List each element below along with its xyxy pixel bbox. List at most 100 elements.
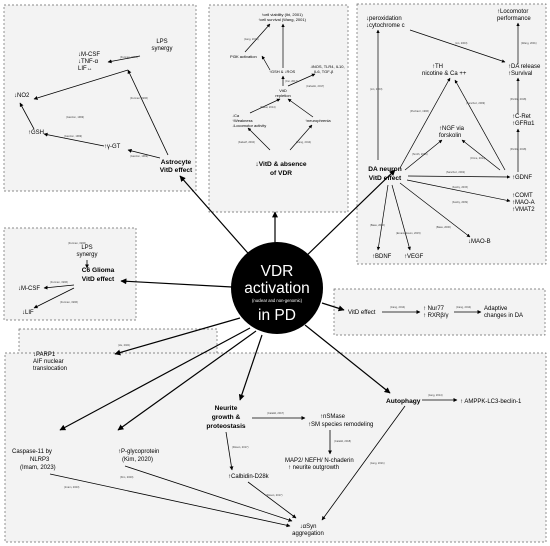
center-line-1: VDR bbox=[261, 263, 294, 280]
parp-cite: (Hu, 2021) bbox=[118, 343, 130, 347]
da-bdnf: ↑BDNF bbox=[372, 254, 392, 260]
vitd-pi3k: PI3K activation bbox=[230, 54, 257, 59]
c6-lps-1: LPS bbox=[81, 245, 92, 251]
da-cite: (Orme, 2013) bbox=[470, 156, 486, 160]
vitd-ca-1: ↓Ca bbox=[232, 113, 240, 118]
nur-adaptive-2: changes in DA bbox=[484, 313, 523, 319]
da-perox-1: ↓peroxidation bbox=[366, 16, 402, 22]
vitd-inos-2: IL6, TGF-β bbox=[314, 69, 334, 74]
da-cite: (Sanchez, 2002) bbox=[446, 170, 465, 174]
da-ngf-2: forskolin bbox=[439, 133, 461, 139]
da-comt-1: ↑COMT bbox=[512, 193, 533, 199]
da-cite: (Pertile, 2018) bbox=[510, 147, 526, 151]
vitd-cite: (Calvello, 2017) bbox=[306, 84, 324, 88]
asyn-2: aggregation bbox=[292, 531, 324, 537]
parp-2: AIF nuclear bbox=[33, 359, 64, 365]
neurite-2: growth & bbox=[212, 414, 241, 421]
da-cite: (Baas, 2000) bbox=[436, 225, 451, 229]
astro-title-1: Astrocyte bbox=[161, 159, 192, 166]
da-perox-2: ↓cytochrome c bbox=[366, 23, 405, 29]
bottom-cite: (Cataldi, 2017) bbox=[267, 411, 284, 415]
nur77-panel bbox=[333, 288, 546, 336]
asyn-1: ↓αSyn bbox=[300, 524, 317, 530]
pgp-2: (Kim, 2020) bbox=[122, 457, 153, 463]
da-cite: (Smith, 2006) bbox=[412, 152, 428, 156]
da-neuron-panel bbox=[356, 3, 547, 265]
astrocyte-group: LPS synergy ↓M-CSF ↓TNF-α LIF↔ ↓NO2 ↑GSH… bbox=[14, 39, 193, 174]
parp-group: ↓PARP1 AIF nuclear translocation (Hu, 20… bbox=[33, 343, 130, 372]
astro-mcsf-2: ↓TNF-α bbox=[78, 59, 99, 65]
bottom-cite: (Jang, 2021) bbox=[370, 461, 385, 465]
da-neuron-group: ↓peroxidation ↓cytochrome c ↑Locomotor p… bbox=[366, 9, 541, 260]
c6-mcsf: ↓M-CSF bbox=[18, 286, 40, 292]
caspase-2: NLRP3 bbox=[30, 457, 50, 463]
bottom-group: Neurite growth & proteostasis ↑nSMase ↑S… bbox=[12, 393, 522, 537]
c6-lps-2: synergy bbox=[76, 252, 97, 258]
astro-cite: (Garcion, 1999) bbox=[66, 115, 84, 119]
vdr-activation-node: VDR activation (nuclear and non-genomic)… bbox=[231, 242, 323, 334]
autophagy: Autophagy bbox=[386, 398, 421, 405]
da-cret-1: ↑C-Ret bbox=[512, 114, 531, 120]
astro-gsh: ↑GSH bbox=[28, 130, 44, 136]
vitd-ca-3: ↓Locomotor activity bbox=[232, 123, 266, 128]
center-line-2: activation bbox=[244, 280, 309, 297]
astro-cite: (Furman, 1996) bbox=[130, 96, 148, 100]
astro-ygt: ↑γ-GT bbox=[104, 144, 121, 150]
da-cite: (Sanchez, 2009) bbox=[466, 101, 485, 105]
center-line-4: in PD bbox=[258, 307, 296, 324]
da-vegf: ↑VEGF bbox=[404, 254, 424, 260]
astro-mcsf-3: LIF↔ bbox=[78, 66, 93, 72]
da-loco-1: ↑Locomotor bbox=[497, 9, 528, 15]
bottom-cite: (Imam, 2023) bbox=[64, 485, 80, 489]
vitd-inos-1: ↓iNOS, TLR4, IL10, bbox=[310, 64, 345, 69]
smase-1: ↑nSMase bbox=[320, 414, 346, 420]
neurite-3: proteostasis bbox=[206, 423, 246, 430]
vitd-title-2: of VDR bbox=[270, 170, 292, 177]
map2-2: ↑ neurite outgrowth bbox=[288, 465, 339, 471]
vitd-ca-2: ↑Weakness bbox=[232, 118, 253, 123]
astro-cite: (Garcion, 1999) bbox=[130, 154, 148, 158]
ampk: ↑ AMPPK-LC3-beclin-1 bbox=[460, 399, 522, 405]
bottom-cite: (Cataldi, 2018) bbox=[334, 439, 351, 443]
da-maob: ↓MAO-B bbox=[468, 239, 491, 245]
vitd-absence-panel bbox=[208, 4, 349, 213]
main-connectors bbox=[59, 169, 396, 431]
da-cite: (Baas, 2000) bbox=[370, 223, 385, 227]
bottom-cite: (Jang, 2014) bbox=[428, 393, 443, 397]
c6-glioma-panel bbox=[3, 227, 137, 321]
center-line-3: (nuclear and non-genomic) bbox=[252, 298, 303, 303]
nur-vitd: VitD effect bbox=[348, 310, 376, 316]
da-title-1: DA neuron bbox=[368, 166, 401, 173]
da-th-1: ↑TH bbox=[432, 64, 443, 70]
vitd-gsh-ros: ↑GSH & ↓ROS bbox=[269, 69, 296, 74]
da-cite: (Lin, 2003) bbox=[455, 41, 468, 45]
vitd-cite: (Cui, 2017) bbox=[285, 79, 298, 83]
caspase-3: (Imam, 2023) bbox=[20, 465, 56, 471]
da-th-2: nicotine & Ca ++ bbox=[422, 71, 467, 77]
astro-lps-1: LPS bbox=[156, 39, 167, 45]
nur-cite: (Jiang, 2014) bbox=[390, 305, 405, 309]
nur77-group: VitD effect ↑ Nur77 ↑ RXRβ/γ Adaptive ch… bbox=[348, 305, 523, 319]
vitd-top-1: ↑cell viability (Ibi, 2001) bbox=[261, 12, 303, 17]
astro-cite: (Garcion, 1999) bbox=[64, 134, 82, 138]
vitd-cite: (Nakai, 2014) bbox=[260, 105, 276, 109]
c6-lif: ↓LIF bbox=[22, 310, 34, 316]
bottom-panel bbox=[4, 352, 547, 543]
da-cite: (Emanuelsson, 2015) bbox=[396, 231, 421, 235]
bottom-cite: (Rosen, 2017) bbox=[266, 493, 283, 497]
nur-1: ↑ Nur77 bbox=[423, 306, 445, 312]
da-gdnf: ↑GDNF bbox=[512, 175, 532, 181]
parp-3: translocation bbox=[33, 366, 67, 372]
bottom-cite: (Kim, 2020) bbox=[120, 475, 134, 479]
vitd-title-1: ↓VitD & absence bbox=[255, 161, 307, 168]
da-cite: (Wang, 2001) bbox=[521, 41, 537, 45]
vitd-absence-group: ↑cell viability (Ibi, 2001) ↑cell surviv… bbox=[230, 12, 345, 177]
caspase-1: Caspase-11 by bbox=[12, 449, 52, 455]
da-comt-3: ↑VMAT2 bbox=[512, 207, 535, 213]
c6-cite: (Furman, 1996) bbox=[68, 241, 86, 245]
smase-2: ↑SM species remodeling bbox=[308, 422, 373, 428]
vitd-neuro: ↑neurophrenia bbox=[305, 118, 331, 123]
da-cite: (Pertile, 2018) bbox=[510, 97, 526, 101]
da-release-2: ↑Survival bbox=[508, 71, 532, 77]
